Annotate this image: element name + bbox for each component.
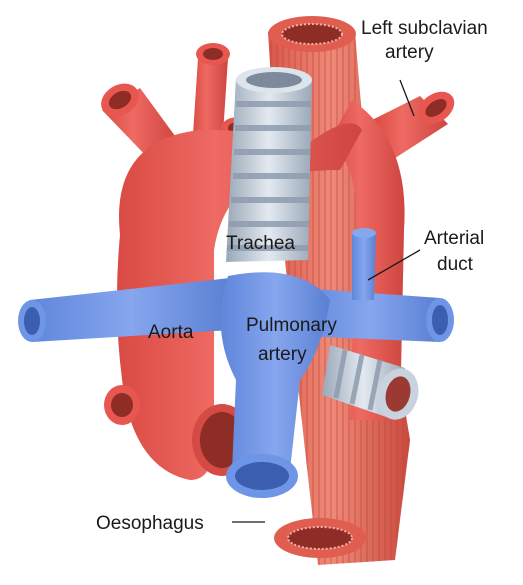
label-left-subclavian-line2: artery — [385, 42, 434, 63]
label-trachea: Trachea — [226, 233, 295, 254]
label-left-subclavian-line1: Left subclavian — [361, 18, 488, 39]
label-pulmonary-line1: Pulmonary — [246, 315, 337, 336]
label-arterial-duct-line1: Arterial — [424, 228, 484, 249]
label-aorta: Aorta — [148, 322, 194, 343]
label-arterial-duct-line2: duct — [437, 254, 474, 275]
label-pulmonary-line2: artery — [258, 344, 307, 365]
arterial-duct — [352, 232, 376, 300]
label-oesophagus: Oesophagus — [96, 513, 204, 534]
